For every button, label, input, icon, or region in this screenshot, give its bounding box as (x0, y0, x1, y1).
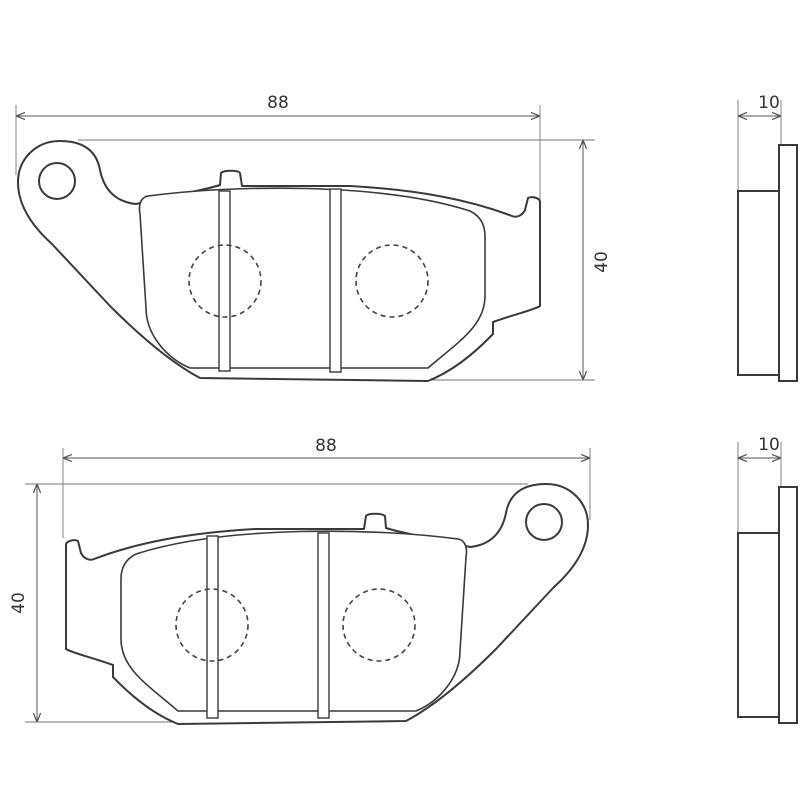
top-friction-material (138, 187, 486, 369)
bottom-pad-side-view: 10 (737, 435, 798, 724)
bottom-height-label: 40 (9, 592, 29, 614)
bottom-mounting-hole (525, 503, 563, 541)
bottom-slot-left (206, 535, 219, 719)
top-slot-right (329, 188, 342, 373)
top-pad-side-view: 10 (737, 93, 798, 382)
bottom-slot-right (317, 532, 330, 719)
top-pad-front-view: 88 40 (15, 93, 612, 382)
bottom-friction-material (120, 530, 468, 712)
top-piston-circle-right (355, 244, 429, 318)
top-slot-left (218, 190, 231, 372)
bottom-side-backing-plate (778, 486, 798, 724)
bottom-pad-front-view: 88 40 (9, 436, 591, 725)
top-side-backing-plate (778, 144, 798, 382)
top-mounting-hole (38, 162, 76, 200)
top-piston-circle-left (188, 244, 262, 318)
bottom-side-friction-block (737, 532, 781, 718)
bottom-piston-circle-left (175, 588, 249, 662)
bottom-width-label: 88 (315, 436, 337, 456)
top-side-friction-block (737, 190, 781, 376)
top-height-label: 40 (592, 251, 612, 273)
bottom-piston-circle-right (342, 588, 416, 662)
top-thickness-label: 10 (758, 93, 780, 113)
top-width-label: 88 (267, 93, 289, 113)
bottom-thickness-label: 10 (758, 435, 780, 455)
